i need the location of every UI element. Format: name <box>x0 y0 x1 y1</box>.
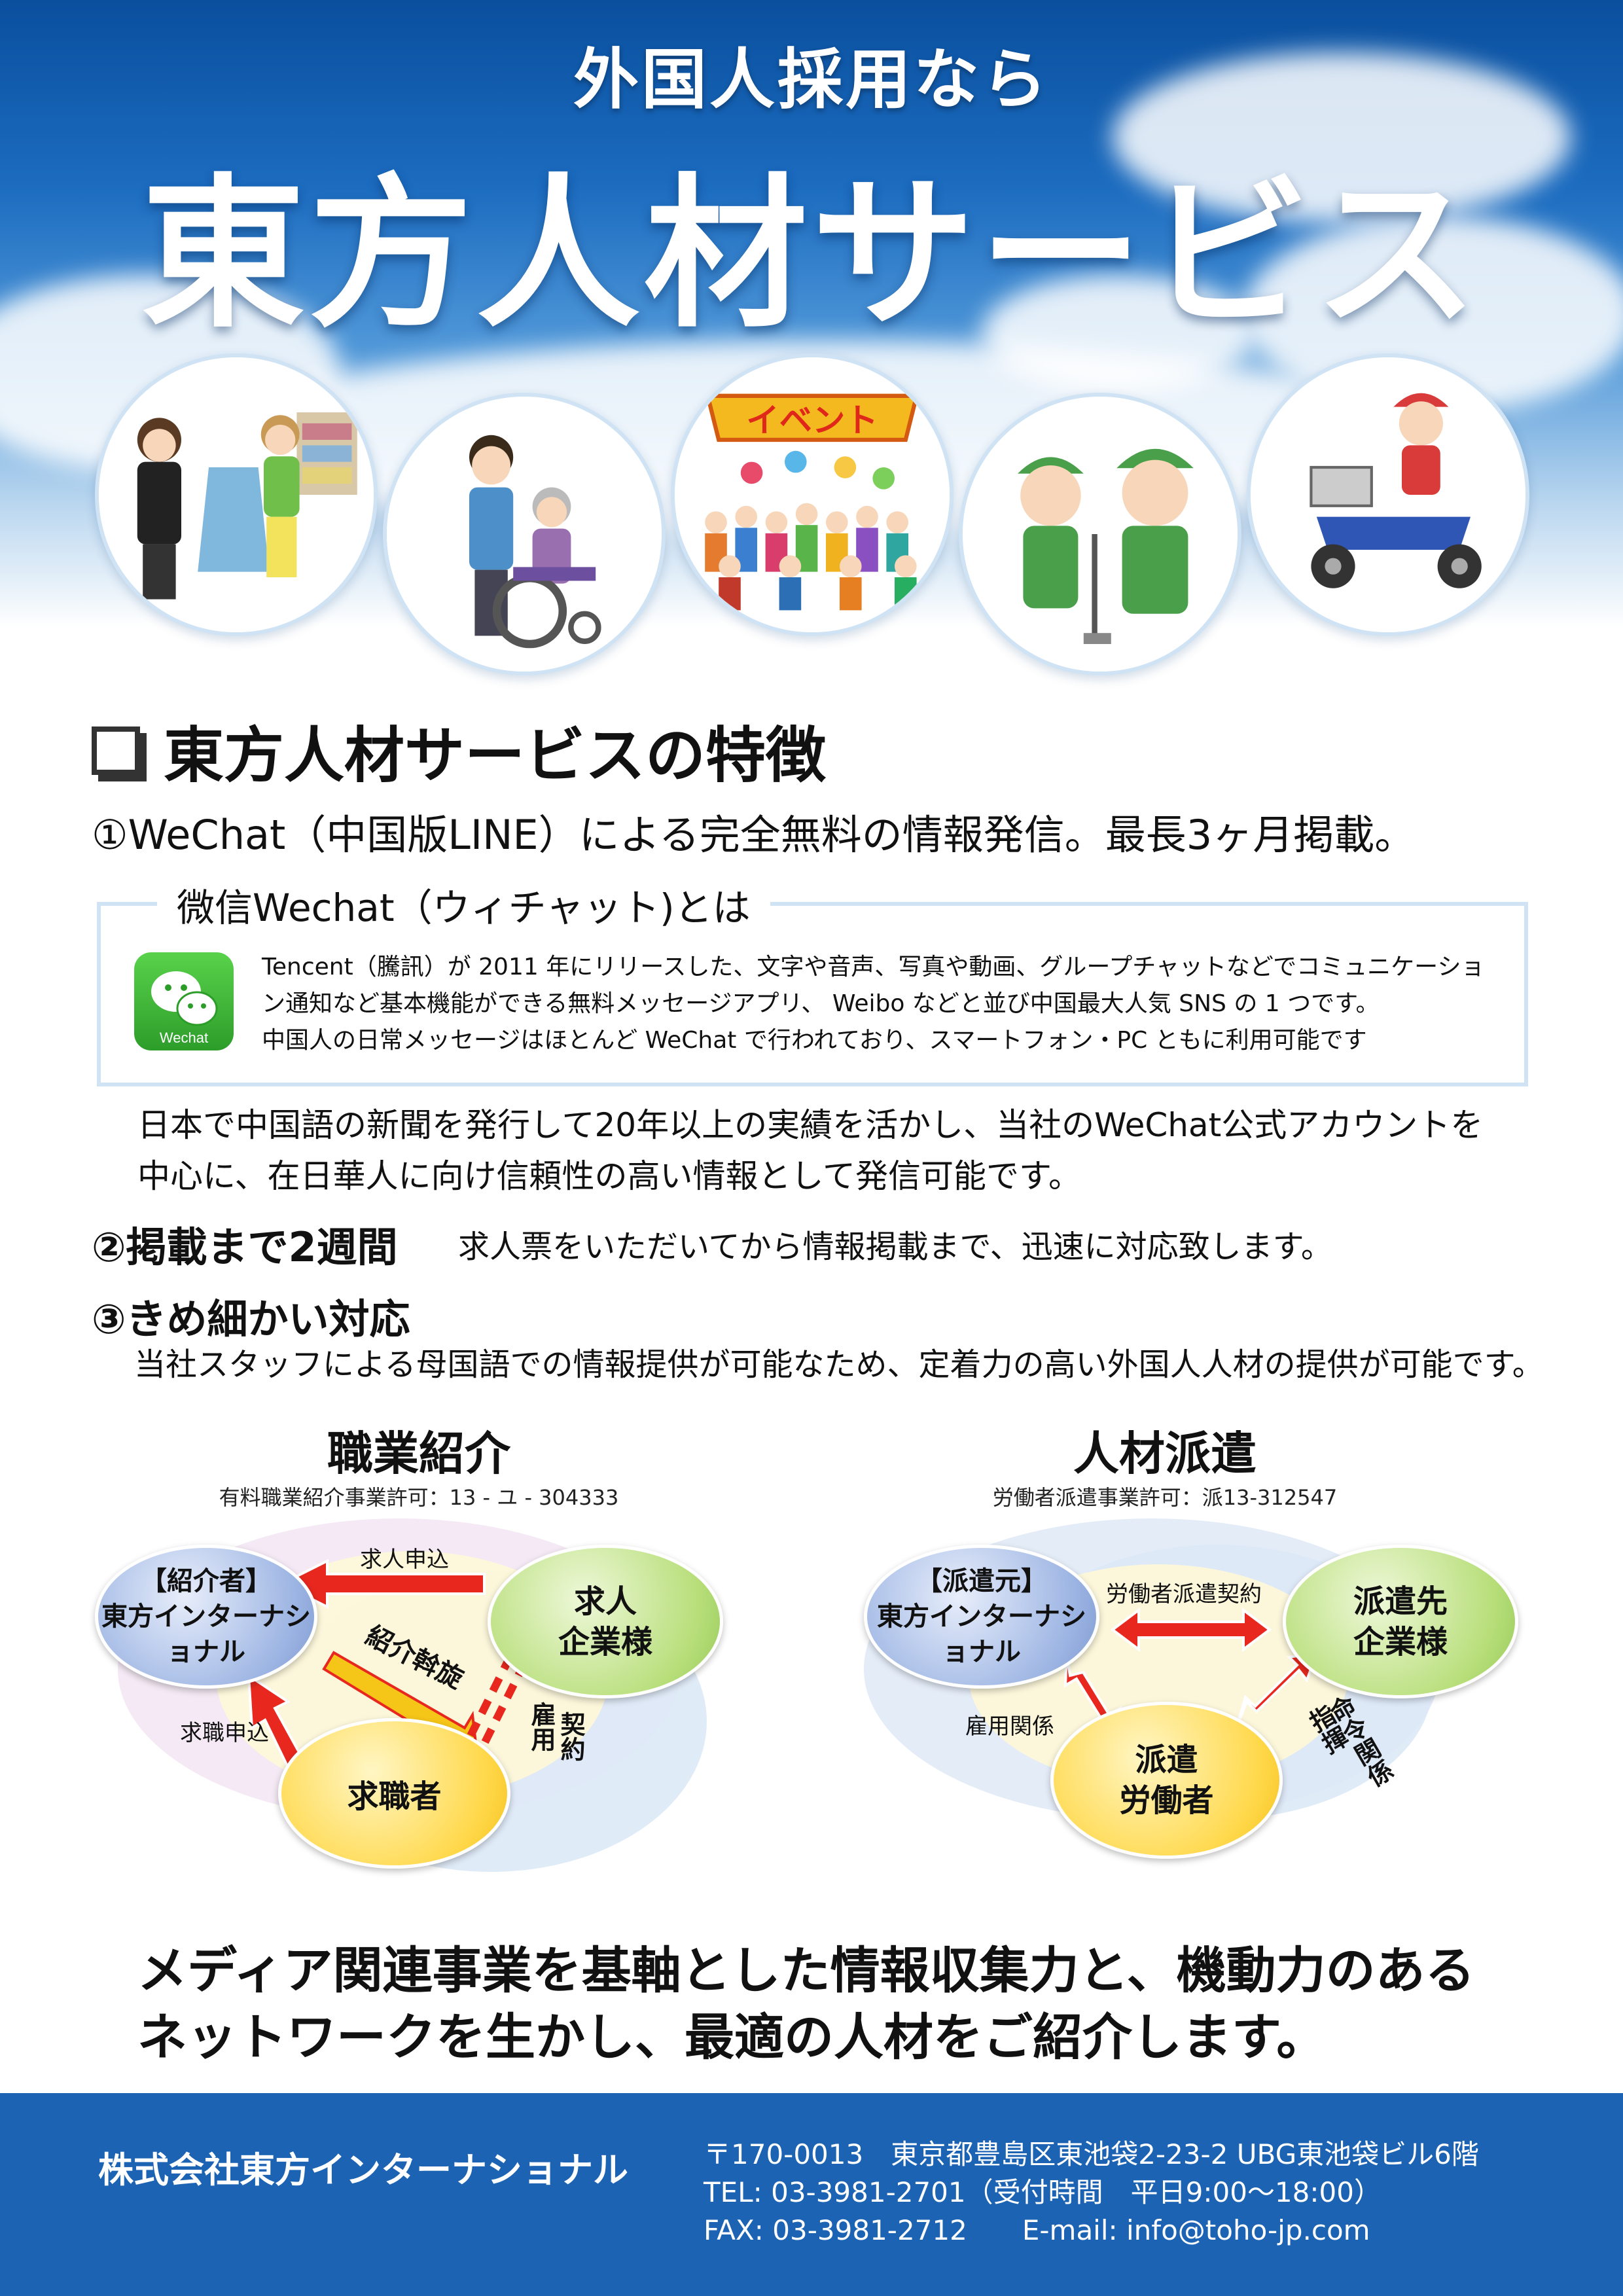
placement-company-bubble: 求人 企業様 <box>488 1545 723 1698</box>
telephone: TEL: 03-3981-2701（受付時間 平日9:00～18:00） <box>704 2176 1382 2208</box>
employment-contract-label-1: 雇用 <box>527 1702 556 1751</box>
agent-label: 東方インターナショナル <box>101 1602 311 1667</box>
shop-staff-illustration <box>95 353 378 636</box>
seeker-request-label: 求職申込 <box>180 1720 269 1746</box>
dispatch-agent-label: 【派遣元】 <box>916 1566 1047 1596</box>
dispatch-license: 労働者派遣事業許可：派13-312547 <box>992 1485 1338 1510</box>
closing-line: ネットワークを生かし、最適の人材をご紹介します。 <box>137 2008 1327 2066</box>
feature-3-title: ③きめ細かい対応 <box>92 1295 410 1343</box>
dispatch-worker-bubble: 派遣 労働者 <box>1050 1702 1283 1859</box>
dispatch-diagram-title: 人材派遣 <box>1073 1427 1257 1480</box>
worker-label: 労働者 <box>1119 1782 1214 1819</box>
feature-3-desc: 当社スタッフによる母国語での情報提供が可能なため、定着力の高い外国人人材の提供が… <box>134 1346 1544 1383</box>
delivery-rider-illustration <box>1247 353 1529 636</box>
client-label: 派遣先 <box>1353 1583 1448 1620</box>
header-subtitle: 外国人採用なら <box>573 41 1050 118</box>
dispatch-agent-bubble: 【派遣元】 東方インターナショナル <box>864 1545 1099 1689</box>
event-illustration: イベント <box>671 353 954 636</box>
caregiver-illustration <box>383 393 666 675</box>
wechat-info-box <box>97 902 1528 1086</box>
company-name: 株式会社東方インターナショナル <box>98 2149 628 2191</box>
paragraph-line: 中心に、在日華人に向け信頼性の高い情報として発信可能です。 <box>137 1157 1081 1195</box>
wechat-desc-line: ン通知など基本機能ができる無料メッセージアプリ、 Weibo などと並び中国最大… <box>262 990 1380 1017</box>
job-seeker-bubble: 求職者 <box>278 1718 510 1869</box>
agent-label: 【紹介者】 <box>141 1566 272 1596</box>
wechat-description: Tencent（騰訊）が 2011 年にリリースした、文字や音声、写真や動画、グ… <box>262 949 1505 1059</box>
feature-2-title: ②掲載まで2週間 <box>92 1223 398 1271</box>
cleaning-staff-illustration <box>959 393 1241 675</box>
closing-message: メディア関連事業を基軸とした情報収集力と、機動力のある ネットワークを生かし、最… <box>137 1937 1577 2071</box>
company-label: 企業様 <box>558 1623 652 1660</box>
job-request-label: 求人申込 <box>360 1547 449 1573</box>
placement-diagram-title: 職業紹介 <box>327 1427 510 1480</box>
fax-email: FAX: 03-3981-2712 E-mail: info@toho-jp.c… <box>704 2214 1370 2246</box>
dispatch-client-bubble: 派遣先 企業様 <box>1283 1545 1518 1698</box>
employment-relation-label: 雇用関係 <box>965 1713 1054 1740</box>
svg-text:イベント: イベント <box>746 401 878 439</box>
feature-1-text: ①WeChat（中国版LINE）による完全無料の情報発信。最長3ヶ月掲載。 <box>92 811 1416 859</box>
employment-contract-label-2: 契約 <box>556 1712 585 1761</box>
checkbox-square-icon <box>92 726 140 775</box>
wechat-box-title: 微信Wechat（ウィチャット)とは <box>157 877 770 932</box>
feature-2-desc: 求人票をいただいてから情報掲載まで、迅速に対応致します。 <box>458 1229 1332 1265</box>
placement-license: 有料職業紹介事業許可：13 - ユ - 304333 <box>219 1485 619 1510</box>
wechat-desc-line: Tencent（騰訊）が 2011 年にリリースした、文字や音声、写真や動画、グ… <box>262 954 1485 980</box>
placement-agent-bubble: 【紹介者】 東方インターナショナル <box>95 1545 317 1689</box>
seeker-label: 求職者 <box>347 1778 442 1815</box>
features-heading: 東方人材サービスの特徴 <box>92 707 826 794</box>
address: 〒170-0013 東京都豊島区東池袋2-23-2 UBG東池袋ビル6階 <box>704 2138 1479 2170</box>
wechat-icon-label: Wechat <box>159 1030 209 1046</box>
dispatch-contract-label: 労働者派遣契約 <box>1106 1581 1262 1607</box>
closing-line: メディア関連事業を基軸とした情報収集力と、機動力のある <box>137 1941 1475 2000</box>
client-label: 企業様 <box>1353 1623 1448 1660</box>
header-title: 東方人材サービス <box>141 159 1482 350</box>
wechat-desc-line: 中国人の日常メッセージはほとんど WeChat で行われており、スマートフォン・… <box>262 1027 1367 1054</box>
features-heading-text: 東方人材サービスの特徴 <box>164 721 827 791</box>
company-label: 求人 <box>573 1583 637 1620</box>
paragraph-line: 日本で中国語の新聞を発行して20年以上の実績を活かし、当社のWeChat公式アカ… <box>137 1106 1484 1144</box>
newspaper-paragraph: 日本で中国語の新聞を発行して20年以上の実績を活かし、当社のWeChat公式アカ… <box>137 1100 1577 1202</box>
worker-label: 派遣 <box>1135 1742 1198 1778</box>
dispatch-agent-label: 東方インターナショナル <box>877 1602 1086 1667</box>
footer: 株式会社東方インターナショナル 〒170-0013 東京都豊島区東池袋2-23-… <box>0 2093 1623 2296</box>
contact-info: 〒170-0013 東京都豊島区東池袋2-23-2 UBG東池袋ビル6階 TEL… <box>704 2136 1479 2250</box>
wechat-app-icon: Wechat <box>134 952 234 1050</box>
